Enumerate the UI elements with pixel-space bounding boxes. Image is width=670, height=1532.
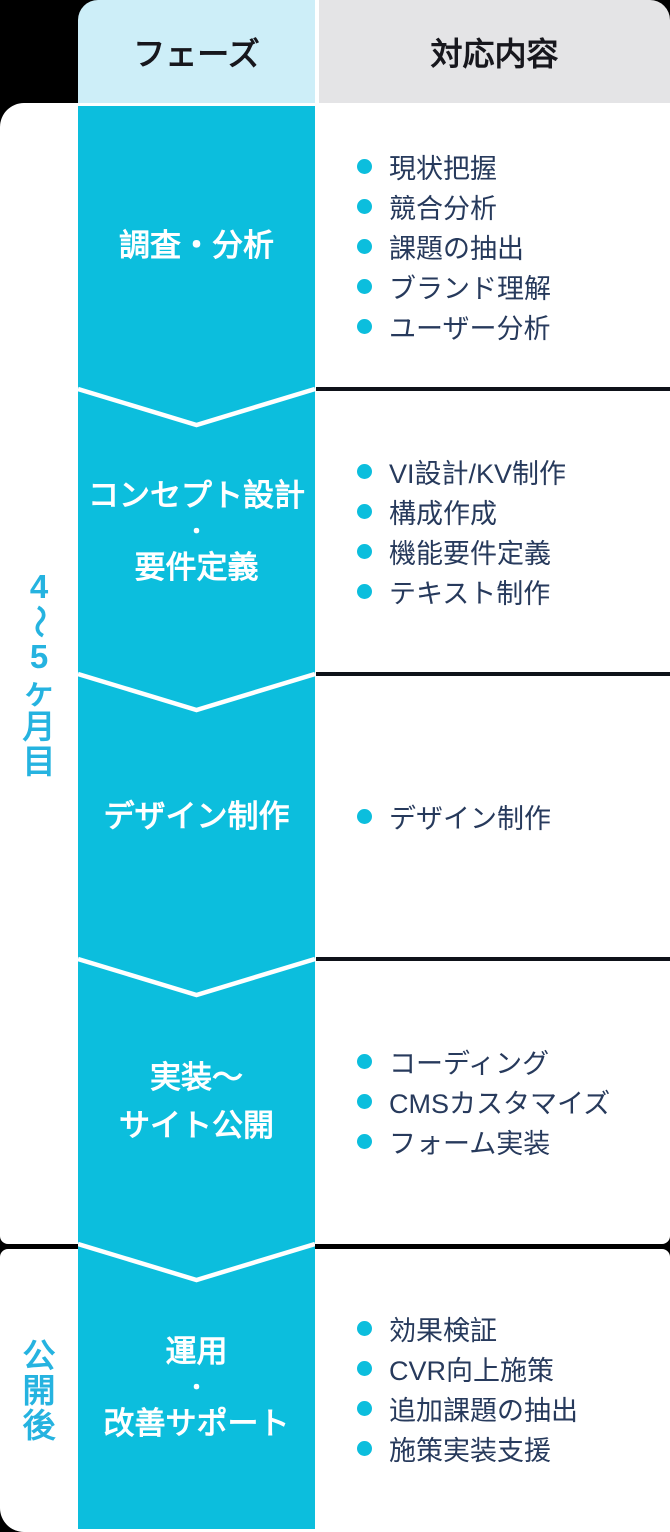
list-item: 競合分析 bbox=[357, 186, 670, 226]
list-item-label: 追加課題の抽出 bbox=[389, 1395, 578, 1426]
bullet-icon bbox=[357, 1134, 372, 1149]
bullet-icon bbox=[357, 544, 372, 559]
list-item: CVR向上施策 bbox=[357, 1348, 670, 1388]
phase-label-2: コンセプト設計・要件定義 bbox=[78, 389, 315, 674]
bullet-icon bbox=[357, 158, 372, 174]
list-item: VI設計/KV制作 bbox=[357, 452, 670, 492]
list-item: 現状把握 bbox=[357, 146, 670, 186]
row-separator bbox=[316, 957, 670, 961]
sidebar-label-char: 4 bbox=[29, 567, 49, 605]
sidebar-label-char: ヶ bbox=[22, 672, 56, 710]
bullet-icon bbox=[357, 1360, 372, 1376]
list-item-label: 課題の抽出 bbox=[389, 233, 524, 264]
list-item-label: デザイン制作 bbox=[389, 804, 551, 834]
phase-label-line: ・ bbox=[185, 1375, 208, 1400]
bullet-icon bbox=[357, 1400, 372, 1416]
bullet-icon bbox=[357, 1054, 372, 1069]
list-item: 追加課題の抽出 bbox=[357, 1388, 670, 1428]
list-item-label: 効果検証 bbox=[389, 1315, 497, 1346]
list-item-label: CMSカスタマイズ bbox=[389, 1089, 611, 1119]
sidebar-label-char: 後 bbox=[22, 1407, 56, 1444]
list-item: 施策実装支援 bbox=[357, 1428, 670, 1468]
bullet-icon bbox=[357, 584, 372, 599]
phase-column bbox=[78, 106, 315, 1529]
phase-label-line: 改善サポート bbox=[103, 1406, 290, 1441]
list-item: コーディング bbox=[357, 1042, 670, 1082]
sidebar-label-char: 公 bbox=[22, 1337, 56, 1374]
items-cell-3: デザイン制作 bbox=[316, 678, 670, 955]
items-cell-2: VI設計/KV制作構成作成機能要件定義テキスト制作 bbox=[316, 393, 670, 670]
phase-label-line: 調査・分析 bbox=[119, 228, 274, 263]
list-item: ブランド理解 bbox=[357, 266, 670, 306]
phase-label-line: 要件定義 bbox=[134, 549, 259, 585]
bullet-icon bbox=[357, 464, 372, 479]
list-item: 課題の抽出 bbox=[357, 226, 670, 266]
sidebar-label-char: 目 bbox=[22, 742, 56, 780]
header-content: 対応内容 bbox=[319, 0, 670, 103]
list-item-label: 競合分析 bbox=[389, 193, 497, 224]
bullet-icon bbox=[357, 504, 372, 519]
list-item-label: 機能要件定義 bbox=[389, 539, 551, 569]
items-cell-5: 効果検証 CVR向上施策追加課題の抽出施策実装支援 bbox=[316, 1248, 670, 1528]
row-separator bbox=[316, 387, 670, 391]
list-item: ユーザー分析 bbox=[357, 306, 670, 346]
list-item-label: テキスト制作 bbox=[389, 579, 551, 609]
phase-label-line: デザイン制作 bbox=[103, 798, 290, 834]
list-item-label: 構成作成 bbox=[389, 499, 497, 529]
header-content-label: 対応内容 bbox=[430, 35, 559, 72]
items-cell-1: 現状把握競合分析課題の抽出ブランド理解ユーザー分析 bbox=[316, 107, 670, 385]
bullet-icon bbox=[357, 278, 372, 294]
header-divider bbox=[315, 0, 319, 103]
phase-label-5: 運用・改善サポート bbox=[78, 1244, 315, 1532]
sidebar-label-char: 月 bbox=[22, 707, 56, 745]
list-item: 効果検証 bbox=[357, 1308, 670, 1348]
list-item: デザイン制作 bbox=[357, 797, 670, 837]
phase-label-line: サイト公開 bbox=[119, 1107, 274, 1143]
list-item-label: コーディング bbox=[389, 1049, 550, 1079]
items-cell-4: コーディング CMSカスタマイズフォーム実装 bbox=[316, 963, 670, 1240]
phase-label-3: デザイン制作 bbox=[78, 674, 315, 959]
bullet-icon bbox=[357, 1094, 372, 1109]
list-item-label: ブランド理解 bbox=[389, 273, 551, 304]
row-separator bbox=[316, 672, 670, 676]
sidebar-label-char: 開 bbox=[22, 1372, 56, 1409]
phase-label-line: 運用 bbox=[165, 1334, 228, 1369]
list-item-label: VI設計/KV制作 bbox=[389, 459, 567, 489]
bullet-icon bbox=[357, 1320, 372, 1336]
list-item-label: 施策実装支援 bbox=[389, 1435, 551, 1466]
list-item-label: ユーザー分析 bbox=[389, 313, 551, 344]
phase-label-1: 調査・分析 bbox=[78, 103, 315, 389]
bullet-icon bbox=[357, 198, 372, 214]
bullet-icon bbox=[357, 318, 372, 334]
list-item: 機能要件定義 bbox=[357, 532, 670, 572]
list-item: 構成作成 bbox=[357, 492, 670, 532]
sidebar-period-label-2: 公開後 bbox=[0, 1249, 78, 1532]
list-item: フォーム実装 bbox=[357, 1122, 670, 1162]
bullet-icon bbox=[357, 1440, 372, 1456]
sidebar-label-char: 〜 bbox=[20, 604, 58, 638]
phase-label-line: 実装〜 bbox=[150, 1059, 243, 1095]
list-item-label: フォーム実装 bbox=[389, 1129, 551, 1159]
list-item: CMSカスタマイズ bbox=[357, 1082, 670, 1122]
header-phase-label: フェーズ bbox=[133, 35, 260, 72]
bullet-icon bbox=[357, 809, 372, 824]
list-item-label: 現状把握 bbox=[389, 153, 497, 184]
phase-label-line: ・ bbox=[185, 518, 208, 544]
phase-label-4: 実装〜サイト公開 bbox=[78, 959, 315, 1244]
list-item-label: CVR向上施策 bbox=[389, 1355, 555, 1386]
bullet-icon bbox=[357, 238, 372, 254]
header-phase: フェーズ bbox=[78, 0, 315, 103]
sidebar-label-char: 5 bbox=[29, 637, 49, 675]
phase-label-line: コンセプト設計 bbox=[88, 477, 305, 513]
list-item: テキスト制作 bbox=[357, 572, 670, 612]
